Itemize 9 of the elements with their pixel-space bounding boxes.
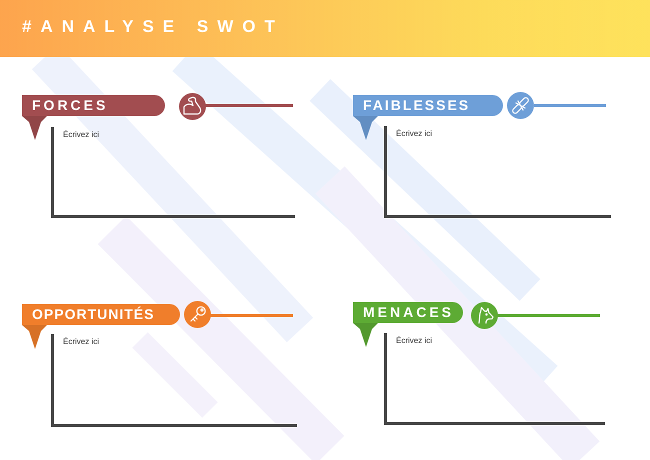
answer-field (51, 127, 295, 218)
answer-field (51, 334, 297, 427)
placeholder-text: Écrivez ici (396, 128, 432, 139)
placeholder-text: Écrivez ici (63, 336, 100, 347)
placeholder-text: Écrivez ici (63, 129, 100, 140)
placeholder-text: Écrivez ici (396, 335, 432, 346)
answer-field (384, 333, 605, 425)
answer-field (384, 126, 611, 218)
page-title: #ANALYSE SWOT (22, 17, 284, 37)
